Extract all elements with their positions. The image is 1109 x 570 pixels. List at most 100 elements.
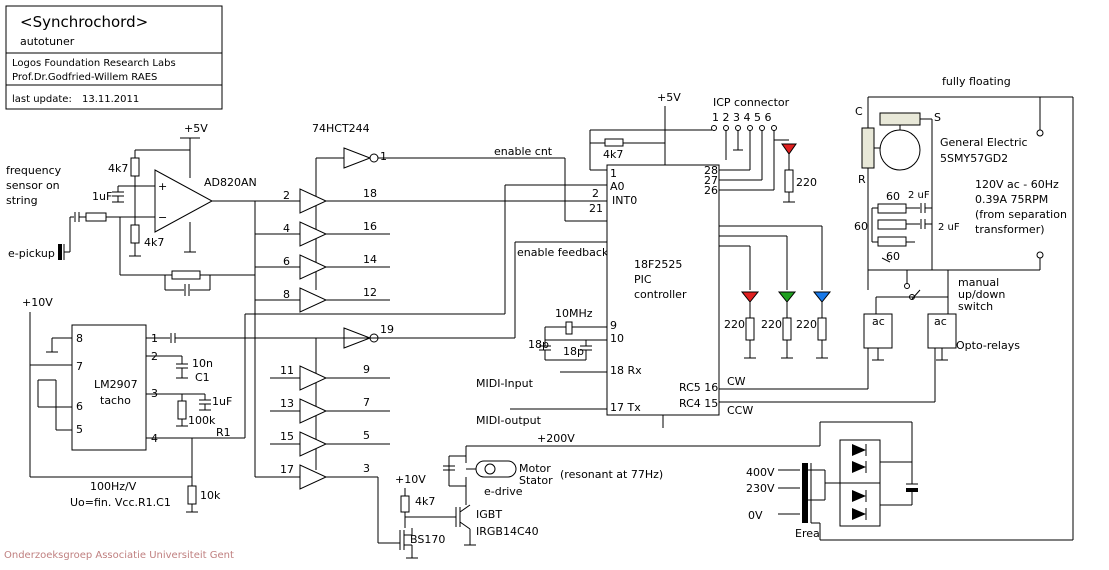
schematic-element: [299, 188, 328, 214]
schematic-element: [299, 221, 328, 247]
schematic-label: 17 Tx: [610, 401, 641, 414]
schematic-label: 5SMY57GD2: [940, 152, 1008, 165]
schematic-label: 4k7: [108, 162, 128, 175]
schematic-element: [484, 463, 496, 475]
schematic-label: e-drive: [484, 485, 523, 498]
schematic-label: manual: [958, 276, 999, 289]
schematic-label: BS170: [410, 533, 445, 546]
schematic-label: Opto-relays: [956, 339, 1020, 352]
schematic-label: 0.39A 75RPM: [975, 193, 1048, 206]
schematic-label: 5: [76, 423, 83, 436]
diode-2: [852, 461, 866, 473]
schematic-label: 2: [592, 187, 599, 200]
schematic-label: 9: [610, 319, 617, 332]
schematic-label: fully floating: [942, 75, 1011, 88]
schematic-label: +10V: [22, 296, 53, 309]
opamp-ad820: [154, 169, 214, 233]
schematic-label: 11: [280, 364, 294, 377]
schematic-element: [1036, 129, 1044, 137]
schematic-label: +: [158, 180, 167, 193]
schematic-label: +5V: [657, 91, 681, 104]
schematic-label: 18: [363, 187, 377, 200]
pickup-symbol: [58, 244, 62, 260]
schematic-element: [299, 287, 328, 313]
schematic-label: 1 2 3 4 5 6: [712, 111, 771, 124]
schematic-label: R1: [216, 426, 231, 439]
led-blue: [812, 291, 832, 303]
schematic-label: enable cnt: [494, 145, 553, 158]
schematic-label: +5V: [184, 122, 208, 135]
schematic-element: [459, 521, 471, 530]
opto-relay-cw: [863, 313, 893, 349]
schematic-label: 60: [886, 190, 900, 203]
schematic-label: RC5 16: [679, 381, 718, 394]
schematic-label: 4k7: [144, 236, 164, 249]
schematic-label: 0V: [748, 509, 763, 522]
schematic-label: IRGB14C40: [476, 525, 539, 538]
transformer-core: [802, 463, 808, 523]
schematic-label: 15: [280, 430, 294, 443]
schematic-element: [711, 125, 717, 131]
schematic-label: −: [158, 211, 167, 224]
pic-controller: 18F2525 PIC controller 1 A0 2 INT0 21 28…: [476, 91, 935, 428]
schematic-element: [747, 125, 753, 131]
stator-winding-s: [879, 112, 921, 126]
schematic-element: [299, 431, 328, 457]
schematic-label: e-pickup: [8, 247, 55, 260]
schematic-label: frequency: [6, 164, 62, 177]
schematic-label: 21: [589, 202, 603, 215]
schematic-element: [723, 125, 729, 131]
schematic-element: [771, 125, 777, 131]
schematic-label: (resonant at 77Hz): [560, 468, 663, 481]
schematic-element: [343, 147, 372, 169]
schematic-label: 18p: [563, 345, 584, 358]
power-supply: 400V 230V 0V Erea: [746, 422, 1073, 541]
schematic-label: 4k7: [603, 148, 623, 161]
schematic-element: [400, 495, 410, 513]
schematic-label: INT0: [612, 194, 637, 207]
schematic-label: 6: [76, 400, 83, 413]
schematic-label: AD820AN: [204, 176, 257, 189]
motor-stator-coil: [475, 460, 517, 478]
title-block: <Synchrochord> autotuner Logos Foundatio…: [5, 5, 223, 110]
diode-4: [852, 508, 866, 520]
schematic-label: ac: [934, 315, 947, 328]
schematic-label: sensor on: [6, 179, 60, 192]
schematic-label: Erea: [795, 527, 820, 540]
schematic-label: Stator: [519, 474, 553, 487]
schematic-label: Uo=fin. Vcc.R1.C1: [70, 496, 171, 509]
schematic-label: 14: [363, 253, 377, 266]
lm2907-chip: [71, 324, 147, 451]
schematic-label: 220: [796, 318, 817, 331]
schematic-label: RC4 15: [679, 397, 718, 410]
update-label: last update:: [12, 94, 72, 105]
org-text: Logos Foundation Research Labs: [12, 58, 176, 69]
schematic-element: [369, 153, 379, 163]
subtitle-text: autotuner: [20, 35, 75, 48]
schematic-label: 6: [283, 255, 290, 268]
icp-led-red: [781, 143, 797, 155]
schematic-label: General Electric: [940, 136, 1028, 149]
schematic-label: 1: [380, 150, 387, 163]
schematic-label: enable feedback: [517, 246, 609, 259]
schematic-label: 10: [610, 332, 624, 345]
schematic-label: CCW: [727, 404, 753, 417]
schematic-label: 27: [704, 174, 718, 187]
schematic-label: tacho: [100, 394, 131, 407]
schematic-label: 3: [363, 462, 370, 475]
schematic-label: 10MHz: [555, 307, 593, 320]
schematic-label: 1: [610, 167, 617, 180]
schematic-label: 10k: [200, 489, 221, 502]
schematic-label: 7: [363, 396, 370, 409]
schematic-label: CW: [727, 375, 746, 388]
schematic-label: (from separation: [975, 208, 1067, 221]
schematic-label: 28: [704, 164, 718, 177]
schematic-label: C: [855, 105, 863, 118]
schematic-element: [459, 504, 471, 513]
schematic-label: 9: [363, 363, 370, 376]
schematic-element: [5, 5, 223, 110]
schematic-element: [759, 125, 765, 131]
schematic-element: [877, 219, 907, 230]
schematic-label: 4k7: [415, 495, 435, 508]
